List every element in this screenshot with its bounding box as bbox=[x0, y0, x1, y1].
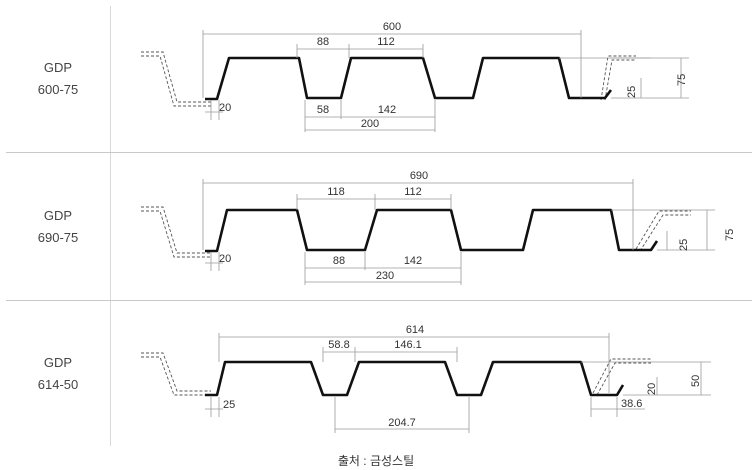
dim-lip: 20 bbox=[219, 253, 231, 265]
row-gdp-614-50: GDP 614-50 614 58.8 146.1 204.7 25 bbox=[6, 301, 752, 446]
overlap-right-dashed bbox=[592, 358, 651, 396]
steel-deck-profile bbox=[205, 56, 613, 101]
dim-top-a: 58.8 bbox=[328, 339, 349, 351]
dim-top-b: 146.1 bbox=[394, 339, 422, 351]
dim-bottom-b: 142 bbox=[404, 255, 422, 267]
dim-lip: 25 bbox=[223, 399, 235, 411]
dim-edge: 38.6 bbox=[621, 398, 642, 410]
dim-top-b: 112 bbox=[404, 186, 422, 198]
product-name: GDP 614-50 bbox=[6, 301, 110, 446]
overlap-left-dashed bbox=[141, 206, 211, 258]
product-size: 690-75 bbox=[37, 229, 79, 245]
row-divider bbox=[6, 152, 752, 153]
dim-bottom-b: 142 bbox=[378, 104, 396, 116]
overlap-right-dashed bbox=[600, 55, 636, 101]
product-size: 600-75 bbox=[37, 82, 79, 97]
overlap-left-dashed bbox=[141, 352, 211, 396]
product-name: GDP 690-75 bbox=[6, 153, 110, 300]
dim-lip: 20 bbox=[219, 102, 231, 114]
dim-height: 75 bbox=[676, 74, 688, 86]
dim-total: 690 bbox=[410, 170, 428, 182]
steel-deck-profile bbox=[205, 208, 659, 253]
dim-top-a: 88 bbox=[317, 36, 329, 48]
dim-rib: 25 bbox=[626, 86, 638, 98]
product-code: GDP bbox=[43, 354, 73, 370]
row-gdp-690-75: GDP 690-75 690 118 112 88 142 230 bbox=[6, 153, 752, 300]
dim-top-a: 118 bbox=[327, 186, 345, 198]
deck-profile-diagram: 600 88 112 58 142 200 20 bbox=[141, 21, 689, 132]
column-divider bbox=[110, 6, 111, 152]
spec-table: GDP 600-75 600 88 112 bbox=[6, 6, 752, 446]
steel-deck-profile bbox=[205, 360, 625, 397]
dim-height: 50 bbox=[690, 375, 702, 387]
deck-profile-diagram: 690 118 112 88 142 230 20 25 75 bbox=[141, 170, 736, 285]
overlap-left-dashed bbox=[141, 51, 211, 107]
dim-pitch: 200 bbox=[361, 118, 379, 130]
product-name: GDP 600-75 bbox=[6, 6, 110, 152]
column-divider bbox=[110, 153, 111, 300]
column-divider bbox=[110, 301, 111, 446]
product-code: GDP bbox=[43, 60, 73, 75]
source-caption: 출처 : 금성스틸 bbox=[337, 454, 415, 468]
row-divider bbox=[6, 300, 752, 301]
dim-top-b: 112 bbox=[377, 36, 395, 48]
dim-total: 614 bbox=[406, 324, 424, 336]
dim-total: 600 bbox=[383, 21, 401, 33]
dim-height: 75 bbox=[724, 229, 736, 241]
product-size: 614-50 bbox=[37, 376, 79, 392]
deck-profile-diagram: 614 58.8 146.1 204.7 25 20 50 38.6 bbox=[141, 324, 711, 433]
product-code: GDP bbox=[43, 207, 73, 223]
row-gdp-600-75: GDP 600-75 600 88 112 bbox=[6, 6, 752, 152]
dim-rib: 20 bbox=[646, 383, 658, 395]
dim-bottom-a: 88 bbox=[333, 255, 345, 267]
overlap-right-dashed bbox=[635, 210, 691, 252]
dim-bottom-a: 58 bbox=[317, 104, 329, 116]
dim-pitch: 204.7 bbox=[388, 417, 416, 429]
dim-rib: 25 bbox=[678, 239, 690, 251]
dim-pitch: 230 bbox=[376, 270, 394, 282]
